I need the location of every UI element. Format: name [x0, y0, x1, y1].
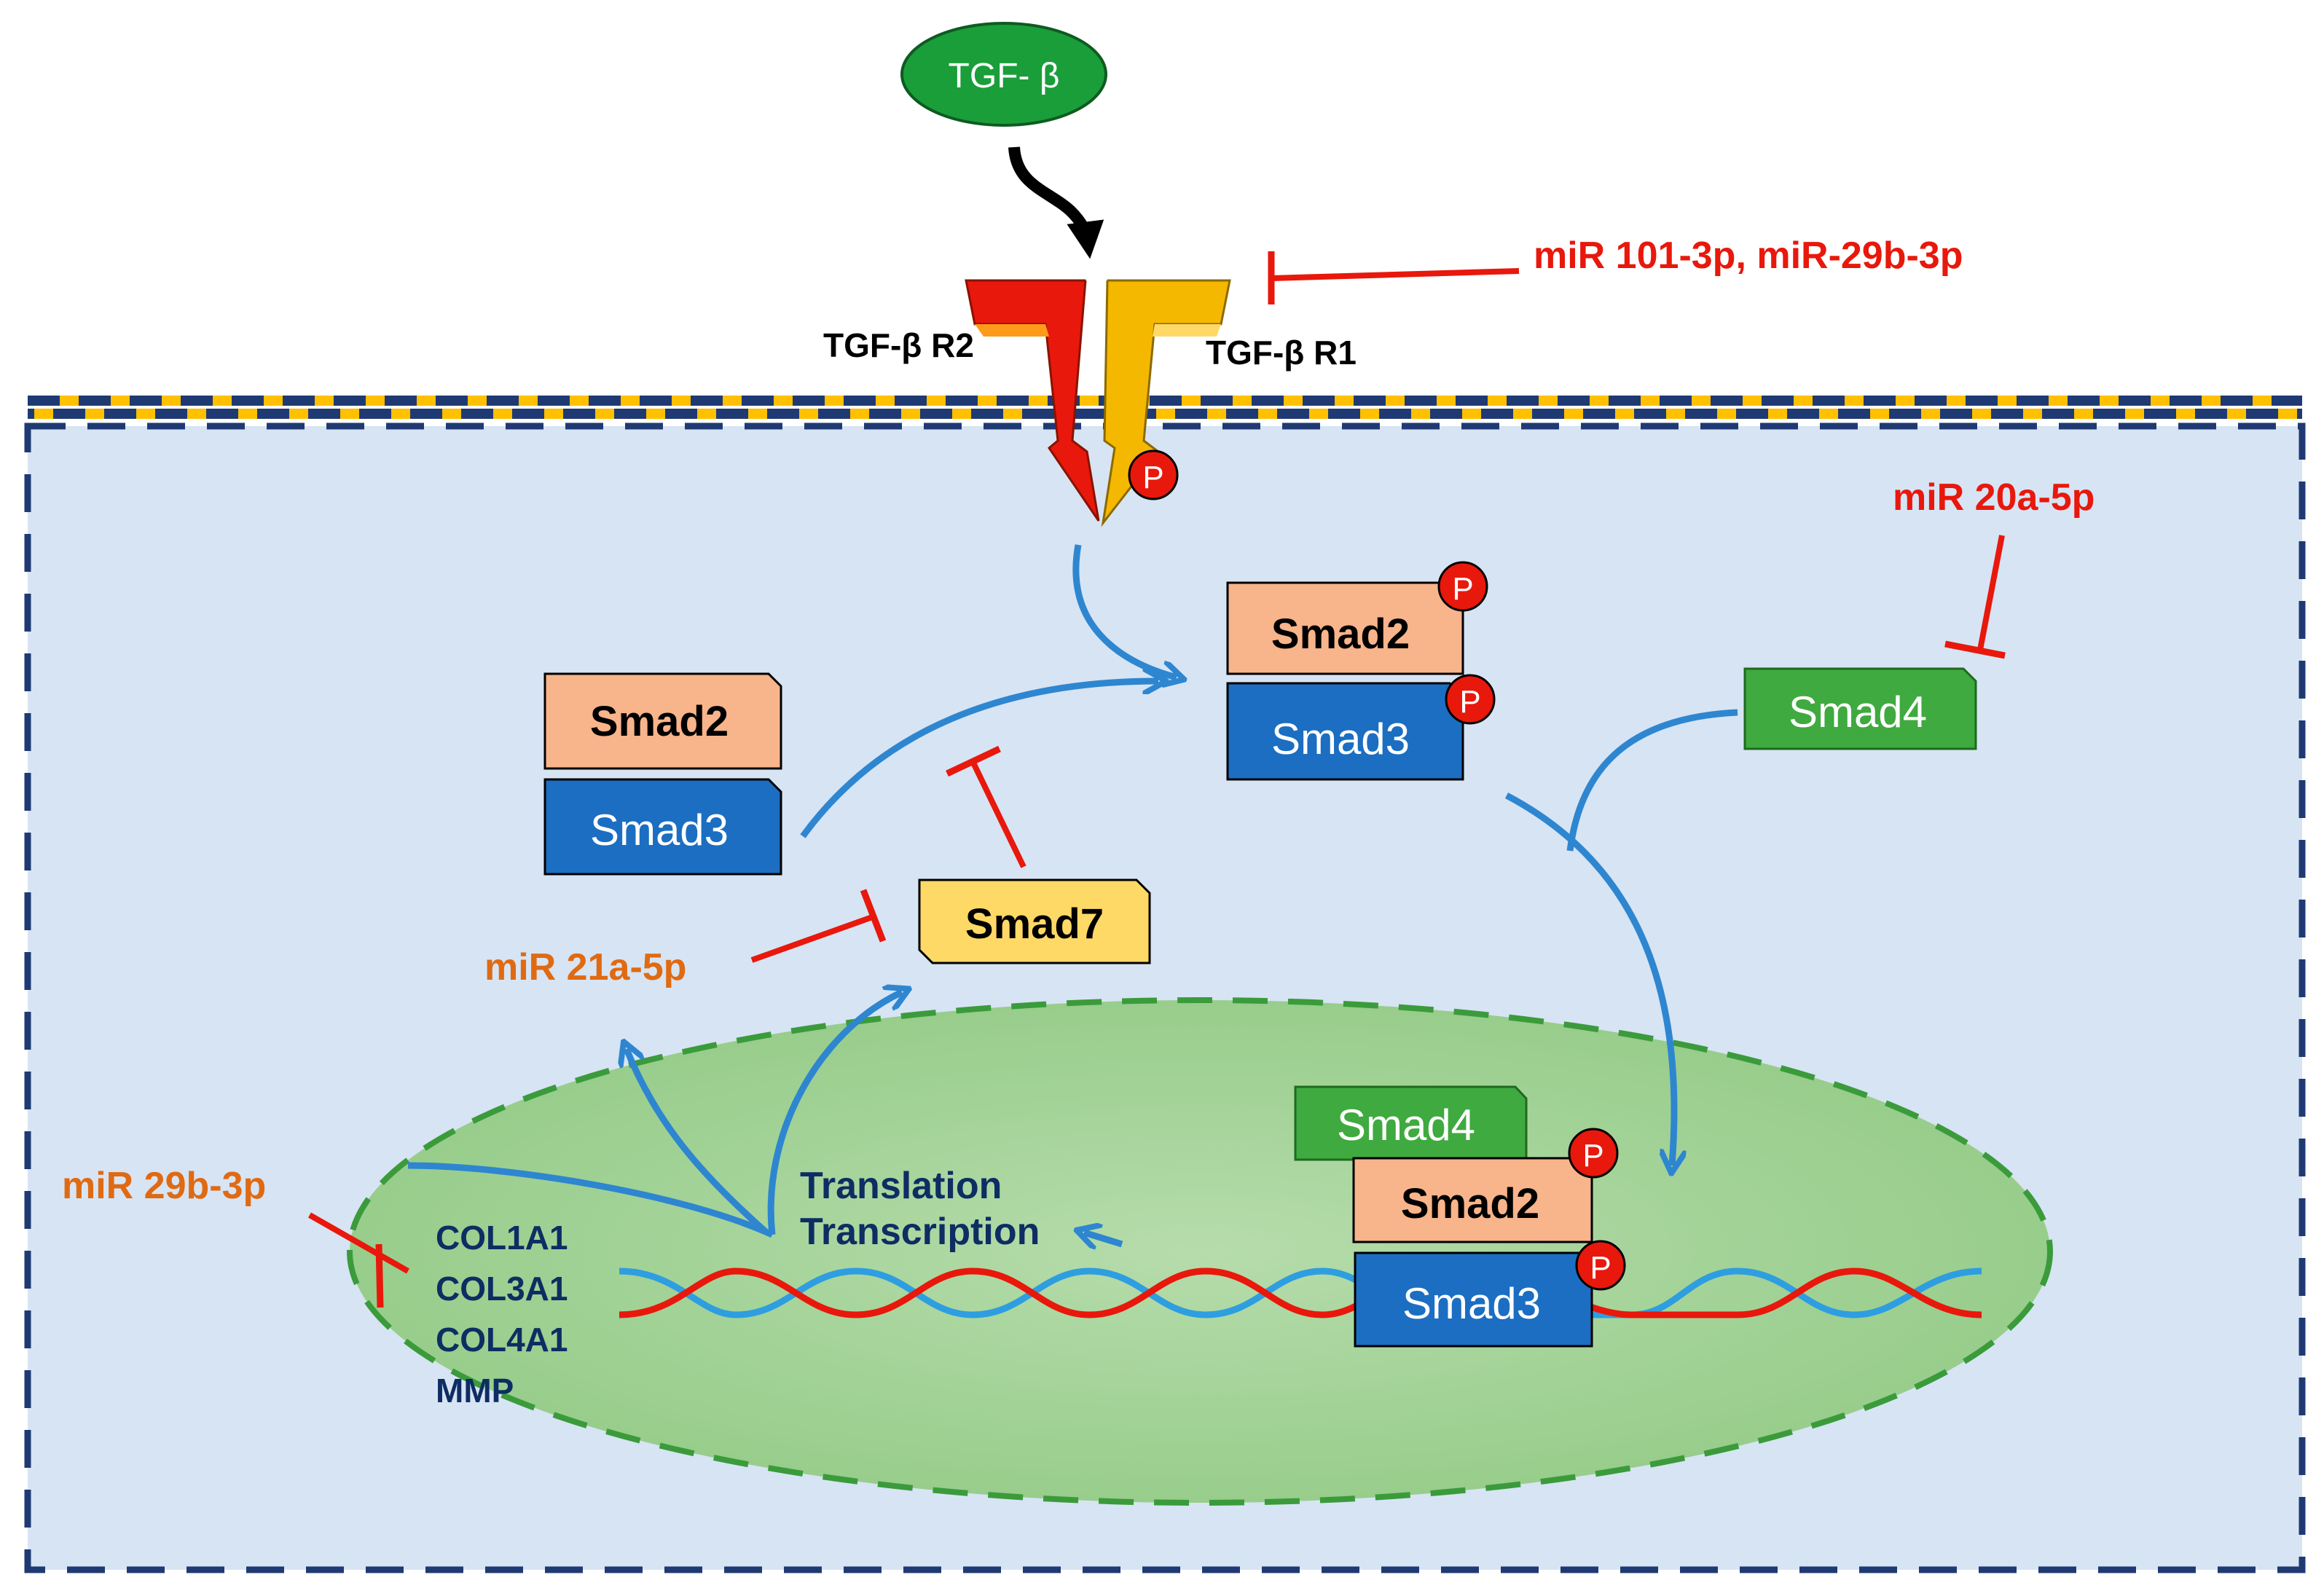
mirna-smad4-inhibitor: miR 20a-5p — [1893, 476, 2095, 519]
mirna-29b-inhibition — [308, 1212, 409, 1308]
gene-col3a1: COL3A1 — [436, 1270, 568, 1308]
smad7: Smad7 — [918, 878, 1151, 964]
svg-text:P: P — [1452, 571, 1473, 607]
smad2-label: Smad2 — [590, 698, 729, 745]
nuclear-translocation-arrow — [1504, 793, 1674, 1165]
dna-double-helix — [619, 1267, 1982, 1318]
mirna-21a-inhibition — [750, 889, 887, 963]
svg-text:P: P — [1582, 1138, 1603, 1174]
smad3-label: Smad3 — [590, 806, 729, 854]
mirna-receptor-inhibitor: miR 101-3p, miR-29b-3p — [1534, 235, 1963, 277]
transcription-arrow — [1084, 1233, 1123, 1244]
translation-label: Translation — [800, 1165, 1002, 1207]
smad-phosphorylation-arrow — [800, 681, 1158, 838]
smad2-label: Smad2 — [1271, 610, 1410, 658]
tgf-beta-r2-label: TGF-β R2 — [823, 326, 974, 364]
smad2-smad3-inactive: Smad2 Smad3 — [543, 672, 782, 876]
nuclear-smad-complex: Smad4 Smad2 Smad3 P P — [1294, 1085, 1626, 1348]
tgf-beta-r1-label: TGF-β R1 — [1206, 334, 1357, 372]
smad3-label: Smad3 — [1271, 715, 1410, 763]
smad4-cytoplasmic: Smad4 — [1743, 667, 1977, 750]
smad7-inhibition — [946, 745, 1026, 868]
smad2-label: Smad2 — [1401, 1180, 1539, 1227]
transcription-label: Transcription — [800, 1211, 1040, 1253]
smad4-label: Smad4 — [1337, 1101, 1475, 1149]
smad2-phospho-badge — [1437, 561, 1488, 612]
cell-membrane — [28, 396, 2302, 419]
svg-text:P: P — [1142, 460, 1163, 495]
receptor-phospho-badge: P — [1128, 449, 1179, 500]
receptor-inhibition — [1268, 251, 1520, 304]
smad2-phospho-badge — [1568, 1128, 1619, 1179]
mirna-expression-arrow — [627, 1049, 767, 1234]
gene-col1a1: COL1A1 — [436, 1219, 568, 1257]
tgf-beta-ligand: TGF- β — [900, 22, 1107, 127]
target-gene-list: COL1A1 COL3A1 COL4A1 MMP — [436, 1219, 568, 1410]
nuclear-arrow-stem — [407, 1162, 774, 1238]
mirna-smad7-inhibitor: miR 21a-5p — [484, 946, 686, 988]
smad4-inhibition — [1944, 535, 2006, 659]
smad3-phospho-badge — [1575, 1240, 1626, 1291]
svg-text:P: P — [1590, 1250, 1611, 1286]
binding-arrow — [1008, 146, 1104, 259]
mirna-collagen-inhibitor: miR 29b-3p — [62, 1165, 266, 1207]
smad3-label: Smad3 — [1402, 1279, 1541, 1328]
svg-text:P: P — [1459, 684, 1480, 720]
smad4-label: Smad4 — [1789, 688, 1927, 736]
smad4-recruitment-line — [1566, 709, 1738, 852]
smad7-expression-arrow — [767, 992, 902, 1235]
tgf-beta-label: TGF- β — [949, 57, 1060, 95]
nucleus — [347, 997, 2053, 1506]
smad7-label: Smad7 — [965, 900, 1104, 948]
smad3-phospho-badge — [1445, 674, 1496, 725]
gene-mmp: MMP — [436, 1372, 514, 1410]
gene-col4a1: COL4A1 — [436, 1321, 568, 1359]
smad2-smad3-phosphorylated: Smad2 Smad3 P P — [1226, 561, 1496, 781]
